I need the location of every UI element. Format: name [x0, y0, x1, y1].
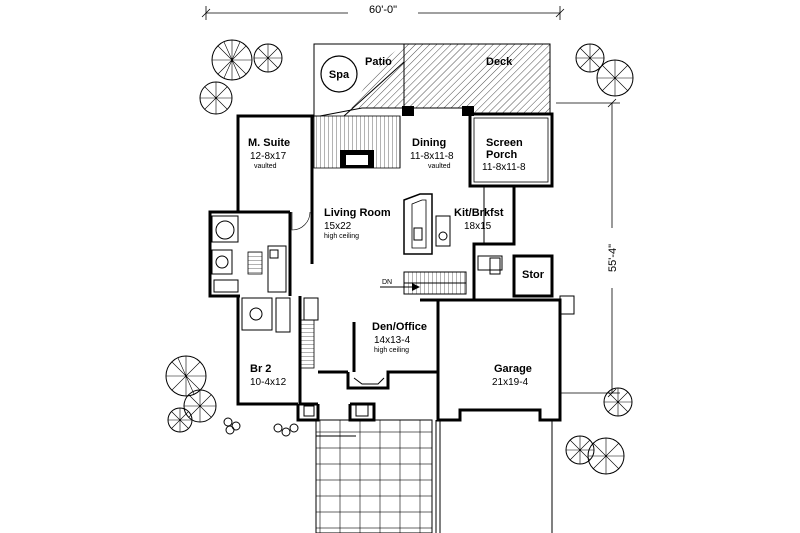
room-master-suite: M. Suite 12-8x17 vaulted: [248, 137, 290, 170]
screen-porch-name-line2: Porch: [486, 149, 517, 161]
room-bedroom-2: Br 2 10-4x12: [250, 363, 287, 388]
spa: Spa: [320, 55, 358, 93]
patio-label: Patio: [365, 56, 392, 68]
living-room-name: Living Room: [324, 207, 391, 219]
deck-post: [462, 106, 474, 116]
bedroom-2-name: Br 2: [250, 363, 271, 375]
room-garage: Garage 21x19-4: [492, 363, 532, 388]
storage-name: Stor: [522, 269, 545, 281]
screen-porch-name-line1: Screen: [486, 137, 523, 149]
dining-name: Dining: [412, 137, 446, 149]
stairs: DN: [380, 271, 467, 295]
master-suite-note: vaulted: [254, 163, 277, 170]
screen-porch-size: 11-8x11-8: [482, 162, 526, 173]
garage-name: Garage: [494, 363, 532, 375]
room-dining: Dining 11-8x11-8 vaulted: [410, 137, 454, 170]
den-size: 14x13-4: [374, 335, 411, 346]
master-suite-size: 12-8x17: [250, 151, 287, 162]
driveway: [439, 420, 553, 533]
room-screen-porch: Screen Porch 11-8x11-8: [482, 137, 526, 173]
depth-dimension: 55'-4": [556, 98, 620, 398]
room-kitchen: Kit/Brkfst 18x15: [454, 207, 504, 232]
den-note: high ceiling: [374, 347, 409, 354]
room-storage: Stor: [522, 269, 545, 281]
deck-post: [402, 106, 414, 116]
shrubs-bottom-left: [223, 417, 299, 437]
bedroom-2-size: 10-4x12: [250, 377, 287, 388]
tree-cluster-bottom-right: [565, 387, 633, 475]
interior-details: DN: [211, 115, 503, 417]
front-walkway: [315, 419, 437, 533]
tree-cluster-top-left: [199, 39, 283, 115]
room-living-room: Living Room 15x22 high ceiling: [324, 207, 391, 240]
dining-note: vaulted: [428, 163, 451, 170]
dining-size: 11-8x11-8: [410, 151, 454, 162]
tub: [211, 215, 239, 243]
width-dimension: 60'-0": [201, 2, 565, 20]
garage-size: 21x19-4: [492, 377, 529, 388]
depth-dimension-label: 55'-4": [607, 244, 619, 272]
tree-cluster-top-right: [575, 43, 634, 97]
living-room-size: 15x22: [324, 221, 352, 232]
stairs-label: DN: [382, 279, 392, 286]
deck-label: Deck: [486, 56, 513, 68]
kitchen-name: Kit/Brkfst: [454, 207, 504, 219]
den-name: Den/Office: [372, 321, 427, 333]
master-suite-name: M. Suite: [248, 137, 290, 149]
tree-cluster-bottom-left: [165, 355, 217, 433]
room-den: Den/Office 14x13-4 high ceiling: [372, 321, 427, 354]
kitchen-size: 18x15: [464, 221, 492, 232]
living-room-note: high ceiling: [324, 233, 359, 240]
width-dimension-label: 60'-0": [369, 4, 397, 16]
spa-label: Spa: [329, 69, 350, 81]
